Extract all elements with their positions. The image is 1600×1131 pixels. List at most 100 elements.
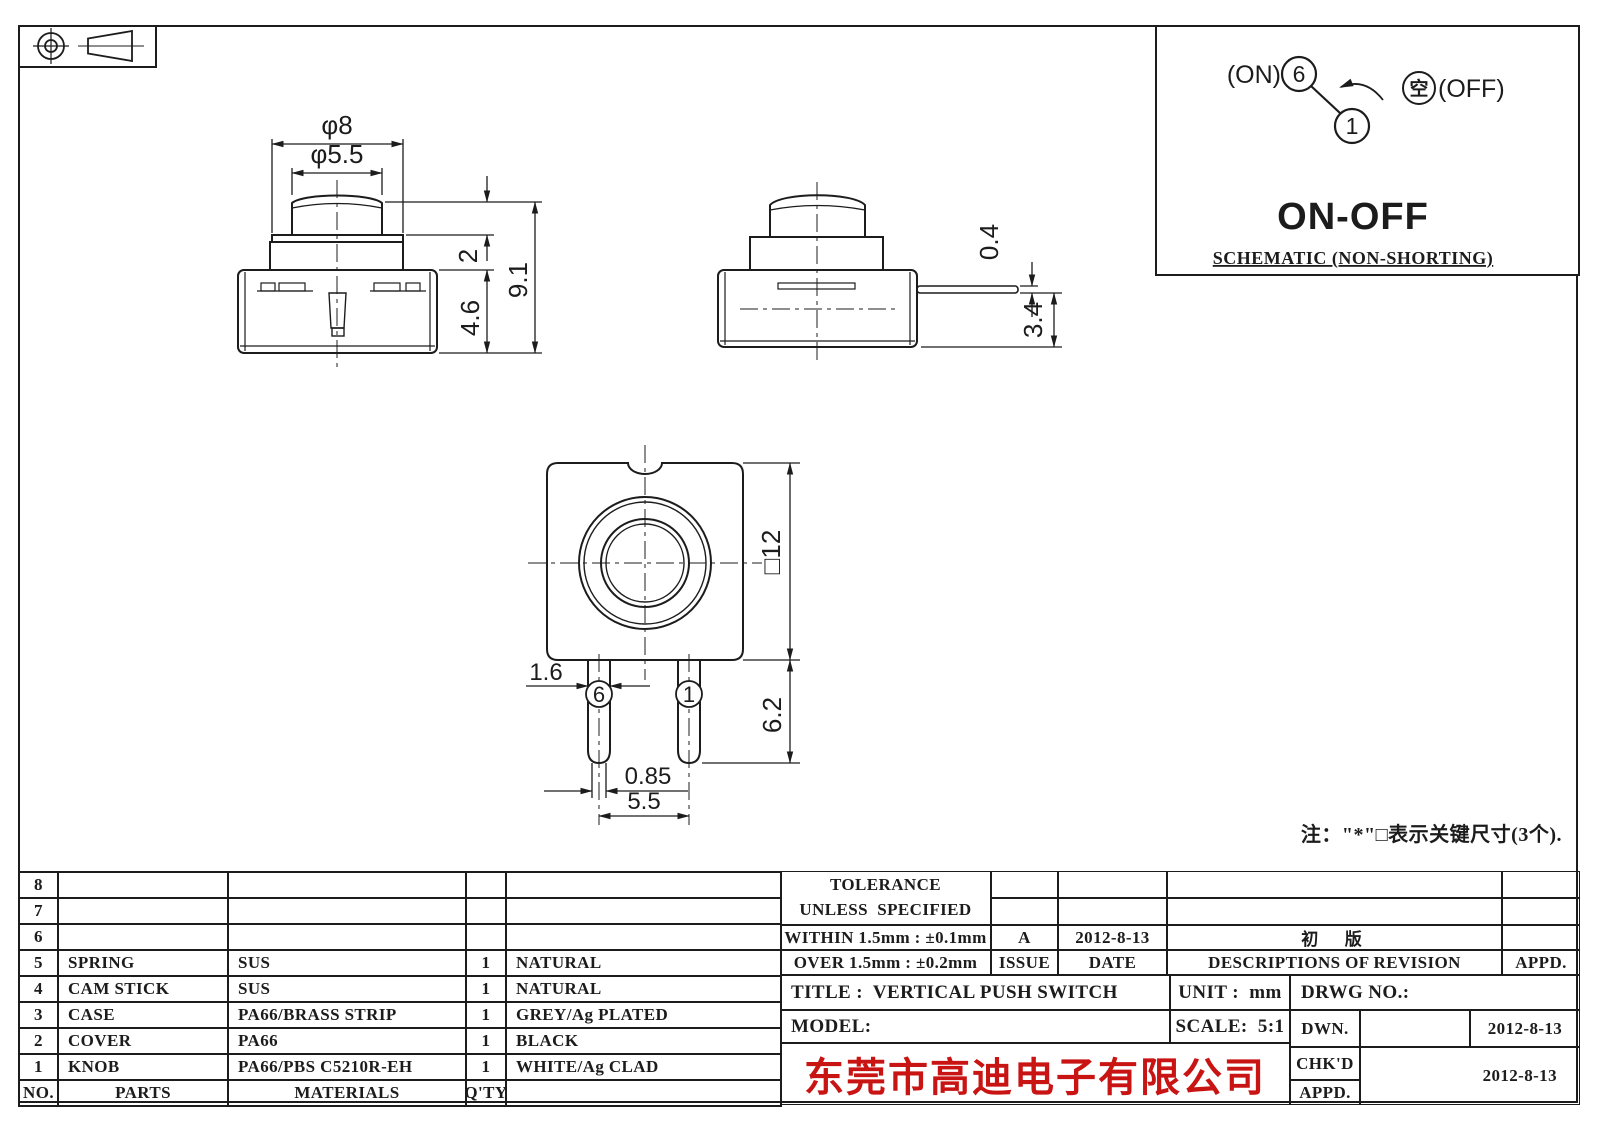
bottom-view: 6 1 1.6 □12 6.2 0.85 5.5	[526, 445, 800, 825]
projection-symbol-box	[18, 25, 157, 68]
sheet-border	[18, 25, 1578, 1103]
dim-pin-length: 6.2	[757, 697, 787, 733]
part-finish: NATURAL	[507, 977, 782, 1003]
dim-pin-pitch: 5.5	[627, 788, 660, 815]
part-qty	[467, 873, 507, 899]
appd-label: APPD.	[1290, 1080, 1360, 1105]
part-no: 8	[20, 873, 59, 899]
part-no: 6	[20, 925, 59, 951]
dim-top-diameter: φ8	[321, 110, 352, 140]
revision-date-label: DATE	[1058, 950, 1167, 975]
side-centerlines	[740, 182, 895, 365]
part-name: SPRING	[59, 951, 229, 977]
part-name: CAM STICK	[59, 977, 229, 1003]
unit-cell: UNIT : mm	[1170, 975, 1290, 1010]
revision-appd-value	[1502, 925, 1580, 950]
revision-description-label: DESCRIPTIONS OF REVISION	[1167, 950, 1502, 975]
part-material	[229, 899, 467, 925]
key-dimension-note: 注："*"□表示关键尺寸(3个).	[1300, 824, 1562, 846]
front-view: φ5.5 φ8 2 4.6 9.1	[237, 110, 542, 368]
part-no: 3	[20, 1003, 59, 1029]
schematic-drawing: (ON) 6 1 空 (OFF) ON-OFF SCHEMATIC (NON-S…	[1213, 55, 1505, 269]
part-finish	[507, 899, 782, 925]
dim-case-height: 4.6	[455, 300, 485, 336]
part-name	[59, 925, 229, 951]
dim-knob-height: 2	[453, 249, 483, 263]
chkd-appd-date: 2012-8-13	[1360, 1047, 1580, 1105]
revision-cell-empty	[1502, 898, 1580, 925]
drawing-title: TITLE : VERTICAL PUSH SWITCH	[780, 975, 1170, 1010]
dim-knob-diameter: φ5.5	[310, 139, 363, 169]
tolerance-header: TOLERANCE UNLESS SPECIFIED	[780, 871, 991, 925]
schematic-rotation-arrow-icon	[1339, 78, 1384, 101]
part-material: PA66/PBS C5210R-EH	[229, 1055, 467, 1081]
part-qty: 1	[467, 951, 507, 977]
part-no: 4	[20, 977, 59, 1003]
dim-pin-tip: 0.85	[625, 763, 672, 790]
revision-description-value: 初 版	[1167, 925, 1502, 950]
scale-cell: SCALE: 5:1	[1170, 1010, 1290, 1043]
pin-number-labels: 6 1	[585, 680, 703, 708]
dim-pin-thickness: 0.4	[974, 224, 1004, 260]
schematic-pin6-circle	[1280, 55, 1318, 93]
tolerance-within: WITHIN 1.5mm : ±0.1mm	[780, 925, 991, 950]
parts-table: 8 7 6 5 SPRING SUS 1 NATURAL 4 CAM STICK…	[18, 871, 782, 1107]
part-qty: 1	[467, 1003, 507, 1029]
chkd-label: CHK'D	[1290, 1047, 1360, 1080]
pin-1-label: 1	[683, 682, 695, 707]
tolerance-line1: TOLERANCE	[830, 875, 941, 895]
revision-cell-empty	[1502, 871, 1580, 898]
side-view-outline	[717, 194, 1019, 348]
part-name: KNOB	[59, 1055, 229, 1081]
part-qty	[467, 899, 507, 925]
schematic-common-circle	[1402, 71, 1436, 105]
part-qty	[467, 925, 507, 951]
part-finish	[507, 873, 782, 899]
part-qty: 1	[467, 977, 507, 1003]
schematic-mode: ON-OFF	[1277, 196, 1429, 238]
bottom-view-outline	[546, 462, 744, 765]
schematic-box: (ON) 6 1 空 (OFF) ON-OFF SCHEMATIC (NON-S…	[1155, 25, 1580, 276]
dim-pin-offset: 3.4	[1018, 302, 1048, 338]
header-no: NO.	[20, 1081, 59, 1107]
model-cell: MODEL:	[780, 1010, 1170, 1043]
revision-issue-label: ISSUE	[991, 950, 1058, 975]
dim-body-square: □12	[756, 530, 786, 575]
part-qty: 1	[467, 1029, 507, 1055]
revision-cell-empty	[1058, 871, 1167, 898]
revision-cell-empty	[991, 871, 1058, 898]
schematic-off-label: (OFF)	[1438, 75, 1505, 103]
schematic-pin6: 6	[1293, 61, 1306, 87]
bottom-dimension-lines	[526, 462, 800, 820]
part-name	[59, 873, 229, 899]
dwn-signature	[1360, 1010, 1470, 1047]
dim-total-height: 9.1	[503, 262, 533, 298]
header-parts: PARTS	[59, 1081, 229, 1107]
part-material: PA66/BRASS STRIP	[229, 1003, 467, 1029]
revision-cell-empty	[1167, 898, 1502, 925]
schematic-caption: SCHEMATIC (NON-SHORTING)	[1213, 248, 1494, 269]
part-no: 7	[20, 899, 59, 925]
side-view: 0.4 3.4	[717, 182, 1062, 365]
first-angle-cone-icon	[78, 29, 144, 63]
tolerance-line2: UNLESS SPECIFIED	[799, 900, 972, 919]
part-name	[59, 899, 229, 925]
part-material: PA66	[229, 1029, 467, 1055]
company-name-text: 东莞市高迪电子有限公司	[804, 1056, 1266, 1100]
part-material: SUS	[229, 977, 467, 1003]
header-finish	[507, 1081, 782, 1107]
schematic-contact-arm	[1310, 85, 1341, 114]
part-name: COVER	[59, 1029, 229, 1055]
part-finish: GREY/Ag PLATED	[507, 1003, 782, 1029]
part-no: 1	[20, 1055, 59, 1081]
schematic-common: 空	[1409, 77, 1428, 100]
projection-symbols	[33, 28, 144, 64]
revision-cell-empty	[1058, 898, 1167, 925]
revision-cell-empty	[991, 898, 1058, 925]
front-dimension-lines	[271, 139, 542, 354]
schematic-pin1: 1	[1346, 113, 1359, 139]
company-name: 东莞市高迪电子有限公司	[780, 1043, 1290, 1105]
header-materials: MATERIALS	[229, 1081, 467, 1107]
side-dimension-lines	[921, 262, 1062, 348]
revision-issue-value: A	[991, 925, 1058, 950]
